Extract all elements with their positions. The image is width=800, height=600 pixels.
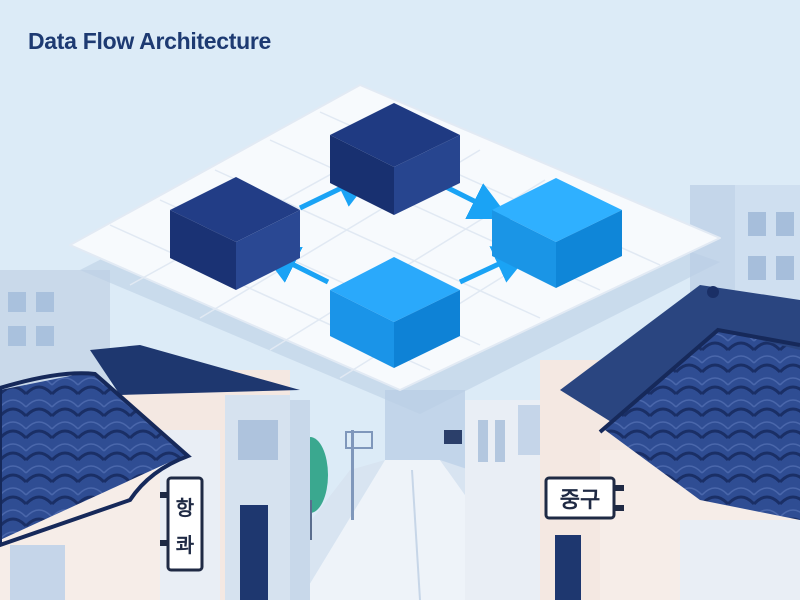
page-title: Data Flow Architecture [28,28,272,54]
node-cube-left [170,177,300,290]
left-sign-char-1: 항 [176,496,195,520]
street-lamp [345,430,373,520]
node-cube-right [492,178,622,288]
left-shop-sign: 항 콰 [160,476,204,572]
right-sign-text: 중구 [560,488,600,513]
left-sign-char-2: 콰 [176,533,195,557]
node-cube-top [330,103,460,215]
right-hanok [560,285,800,600]
node-cube-bottom [330,257,460,368]
right-shop-sign: 중구 [544,476,624,520]
